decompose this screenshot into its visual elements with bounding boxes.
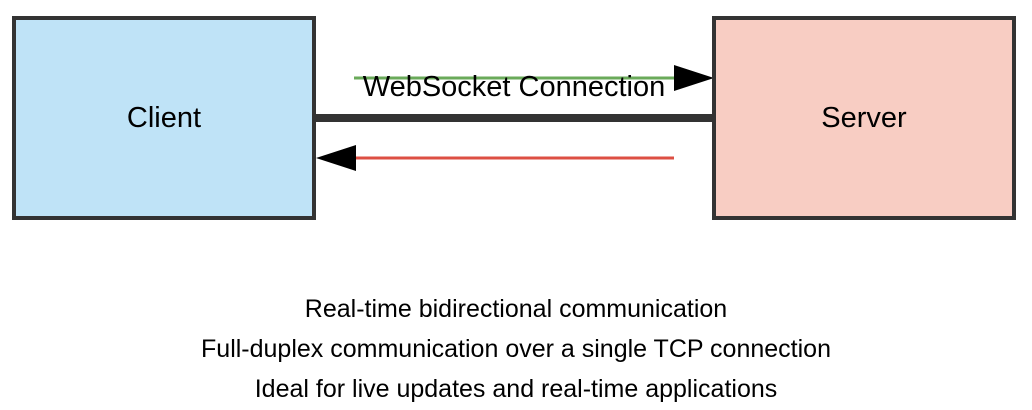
client-to-server-arrowhead bbox=[674, 65, 714, 91]
client-node: Client bbox=[12, 16, 316, 220]
client-label: Client bbox=[126, 101, 202, 134]
server-label: Server bbox=[821, 101, 907, 134]
connection-label: WebSocket Connection bbox=[362, 71, 666, 103]
server-to-client-arrowhead bbox=[316, 145, 356, 171]
note-line: Full-duplex communication over a single … bbox=[201, 335, 831, 363]
server-node: Server bbox=[712, 16, 1016, 220]
note-line: Real-time bidirectional communication bbox=[304, 295, 728, 323]
note-line: Ideal for live updates and real-time app… bbox=[254, 375, 778, 403]
notes: Real-time bidirectional communication Fu… bbox=[0, 289, 1032, 409]
